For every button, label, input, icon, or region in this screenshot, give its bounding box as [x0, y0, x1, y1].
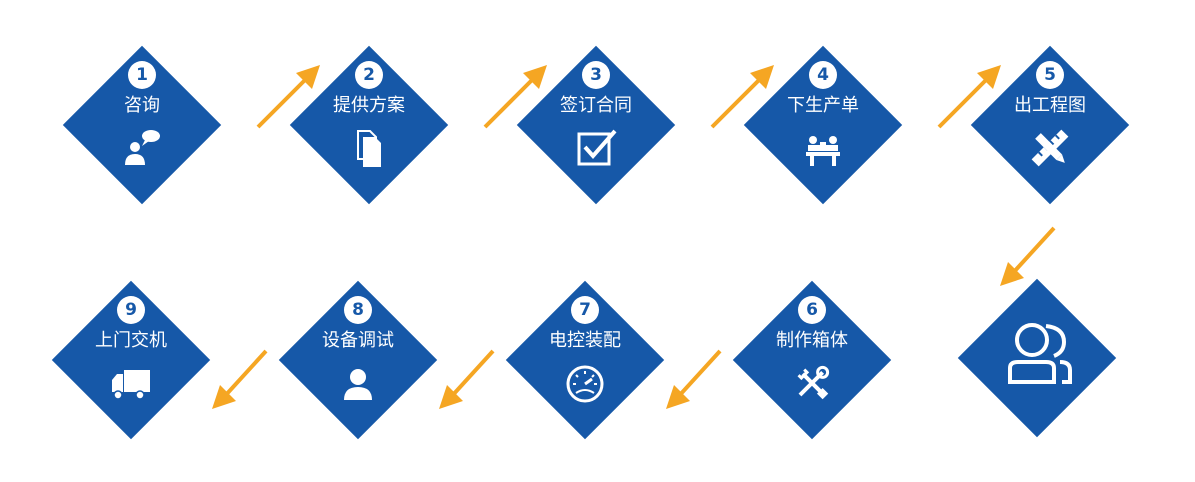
- users-icon: [1008, 323, 1072, 384]
- arrow-down-left: [212, 349, 268, 409]
- person-icon: [344, 369, 372, 400]
- pencil-ruler-icon: [1031, 129, 1069, 167]
- step-number: 4: [809, 61, 837, 89]
- step-label: 电控装配: [549, 330, 621, 351]
- users-diamond: [957, 278, 1117, 438]
- step-6-enclosure: 6 制作箱体: [732, 280, 892, 440]
- arrow-down-left: [666, 349, 722, 409]
- documents-icon: [357, 130, 381, 167]
- step-number: 1: [128, 61, 156, 89]
- step-8-commissioning: 8 设备调试: [278, 280, 438, 440]
- step-label: 下生产单: [787, 95, 859, 116]
- truck-icon: [112, 370, 150, 400]
- consult-speech-icon: [125, 130, 160, 165]
- meeting-people-icon: [806, 136, 840, 166]
- step-label: 提供方案: [333, 95, 405, 116]
- step-number: 6: [798, 296, 826, 324]
- step-9-delivery: 9 上门交机: [51, 280, 211, 440]
- step-number: 7: [571, 296, 599, 324]
- step-5-engineering-drawing: 5 出工程图: [970, 45, 1130, 205]
- step-label: 上门交机: [95, 330, 167, 351]
- step-7-electrical-assembly: 7 电控装配: [505, 280, 665, 440]
- step-label: 咨询: [124, 95, 160, 116]
- step-number: 3: [582, 61, 610, 89]
- step-2-proposal: 2 提供方案: [289, 45, 449, 205]
- step-number: 8: [344, 296, 372, 324]
- arrow-down-left: [439, 349, 495, 409]
- gauge-icon: [566, 365, 604, 403]
- step-label: 制作箱体: [776, 330, 848, 351]
- checkbox-check-icon: [577, 129, 617, 166]
- arrow-down-left: [1000, 226, 1056, 286]
- step-label: 出工程图: [1014, 95, 1086, 116]
- step-3-contract: 3 签订合同: [516, 45, 676, 205]
- arrow-up-right: [483, 65, 547, 129]
- tools-icon: [797, 365, 830, 400]
- step-label: 签订合同: [560, 95, 632, 116]
- step-label: 设备调试: [322, 330, 394, 351]
- step-number: 2: [355, 61, 383, 89]
- step-number: 9: [117, 296, 145, 324]
- arrow-up-right: [937, 65, 1001, 129]
- step-4-production-order: 4 下生产单: [743, 45, 903, 205]
- step-1-consult: 1 咨询: [62, 45, 222, 205]
- arrow-up-right: [710, 65, 774, 129]
- step-number: 5: [1036, 61, 1064, 89]
- arrow-up-right: [256, 65, 320, 129]
